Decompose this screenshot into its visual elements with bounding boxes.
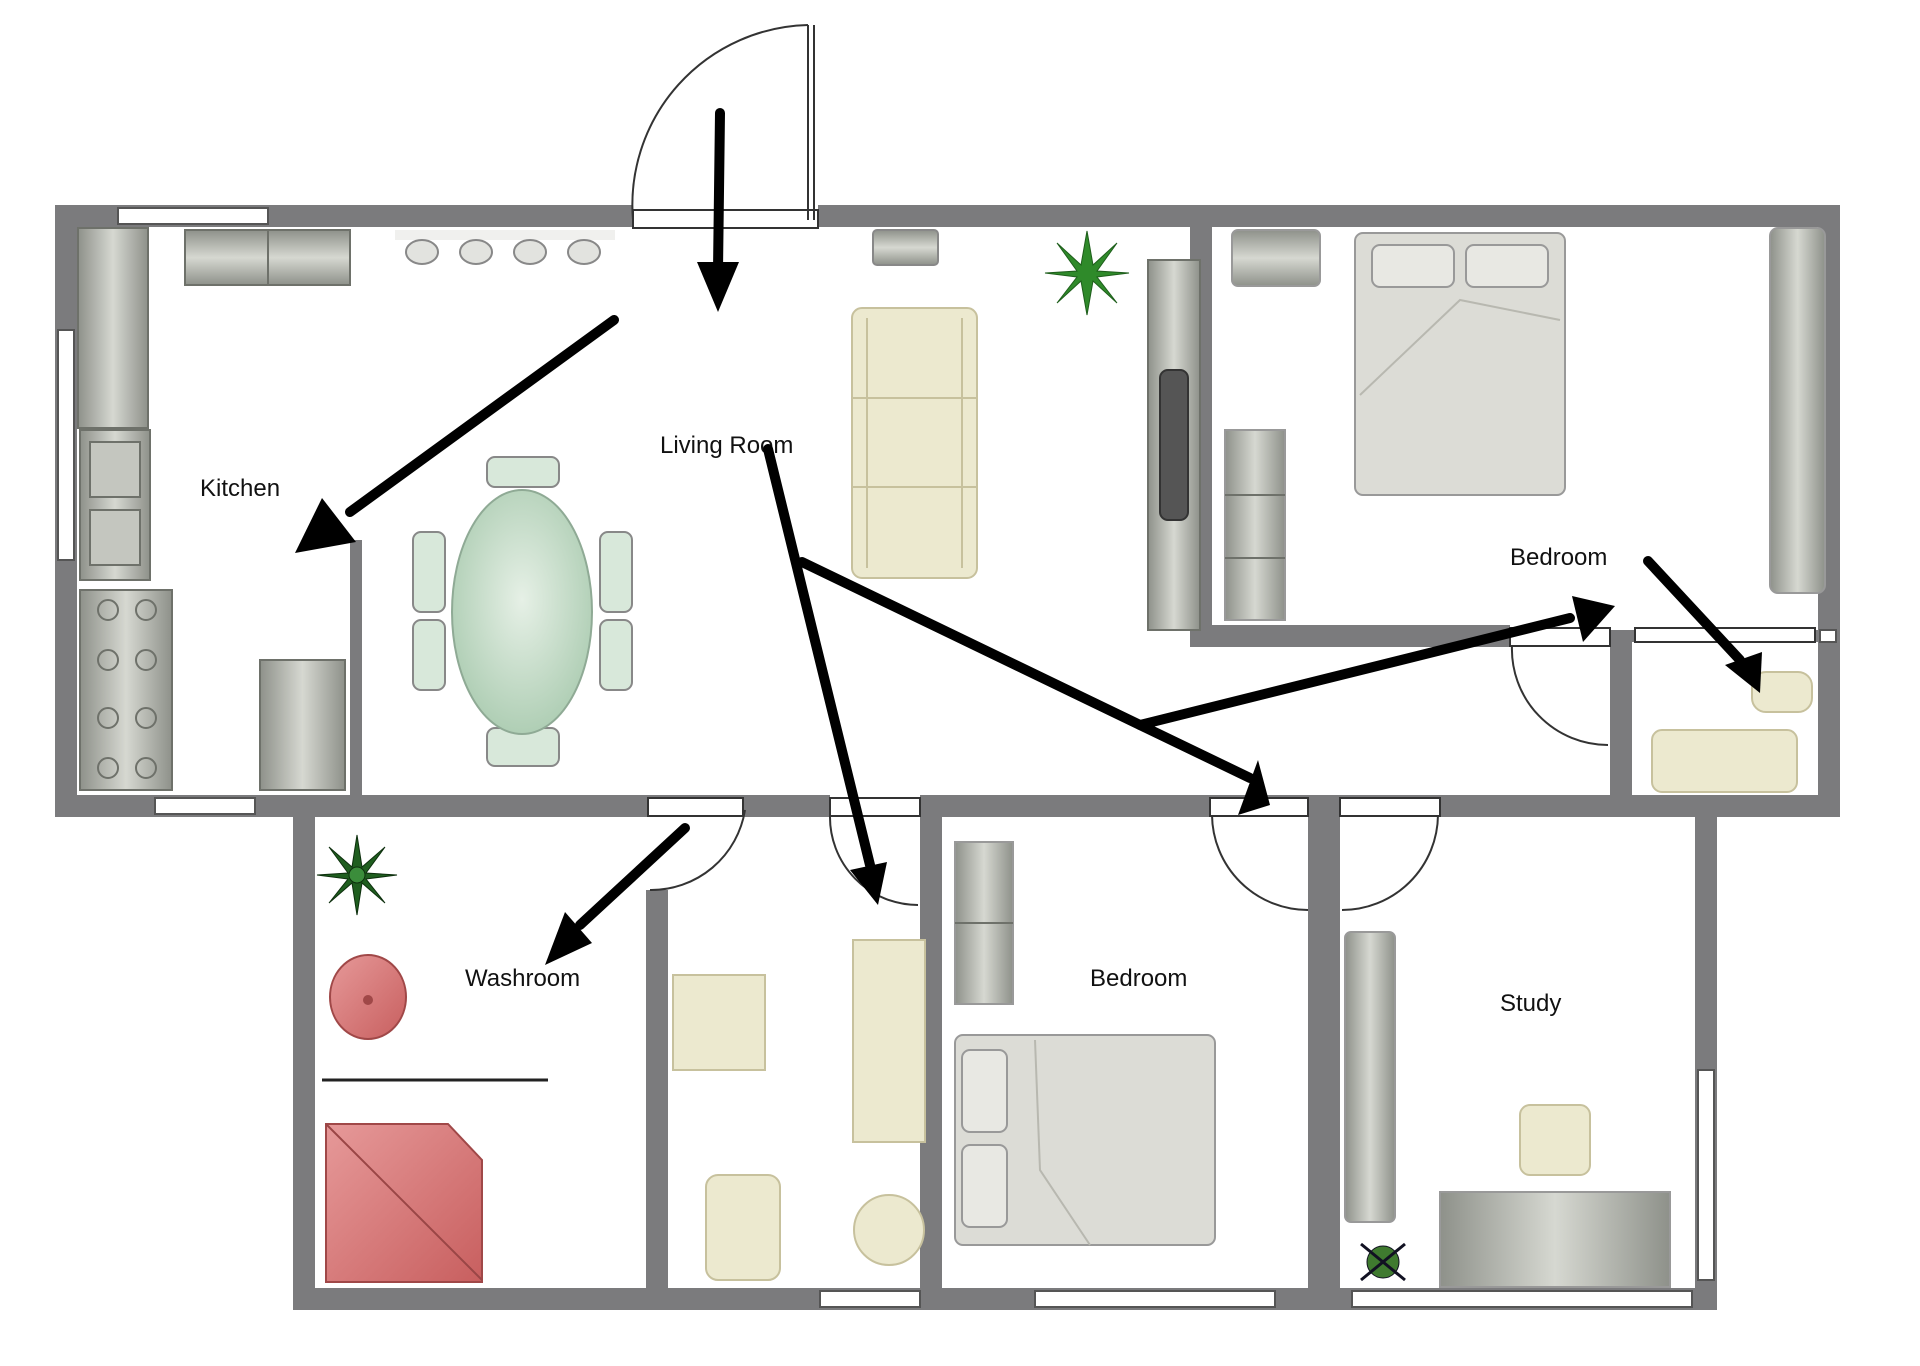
window-icon	[819, 1290, 921, 1308]
window-icon	[57, 329, 75, 561]
master-bedroom-furniture	[1224, 227, 1826, 621]
study-furniture	[1344, 931, 1671, 1288]
plant-icon	[1044, 230, 1130, 316]
room-label-kitchen: Kitchen	[200, 475, 280, 502]
window-icon	[1034, 1290, 1276, 1308]
door-icon	[1509, 627, 1611, 747]
walls	[55, 205, 1840, 1310]
closet-furniture	[672, 939, 926, 1281]
arrow-icon	[1135, 596, 1615, 730]
nightstand-icon	[1231, 229, 1321, 287]
window-icon	[1819, 629, 1837, 643]
sink-icon	[329, 954, 407, 1040]
door-icon	[1209, 797, 1309, 911]
tv-icon	[1147, 259, 1201, 631]
shelf-icon	[852, 939, 926, 1143]
flow-arrows	[295, 108, 1762, 965]
toilet-icon	[1751, 671, 1813, 713]
dresser-icon	[1224, 429, 1286, 621]
plant-icon	[316, 834, 398, 916]
window-icon	[117, 207, 269, 225]
bathtub-icon	[1651, 729, 1798, 793]
living-furniture	[395, 229, 1201, 767]
cabinet-icon	[672, 974, 766, 1071]
toilet-icon	[705, 1174, 781, 1281]
dining-table-icon	[412, 456, 633, 767]
kitchen-furniture	[77, 227, 351, 791]
desk-icon	[1439, 1191, 1671, 1288]
room-label-study: Study	[1500, 990, 1561, 1017]
bed-icon	[954, 1034, 1216, 1246]
shower-icon	[325, 1123, 483, 1283]
wardrobe-icon	[1769, 227, 1826, 594]
bed-icon	[1354, 232, 1566, 496]
sofa-icon	[851, 307, 978, 579]
basin-icon	[853, 1194, 925, 1266]
window-icon	[154, 797, 256, 815]
arrow-icon	[763, 444, 887, 905]
bookshelf-icon	[1344, 931, 1396, 1223]
counter-icon	[77, 227, 149, 429]
stove-icon	[79, 589, 173, 791]
plant-icon	[1360, 1242, 1406, 1282]
stool-icon	[395, 230, 615, 265]
bathroom-fixtures	[1651, 671, 1813, 793]
window-icon	[1697, 1069, 1715, 1281]
door-icon	[631, 24, 819, 229]
room-label-bedroom-second: Bedroom	[1090, 965, 1187, 992]
side-table-icon	[872, 229, 939, 266]
chair-icon	[1519, 1104, 1591, 1176]
door-icon	[1339, 797, 1441, 911]
windows	[57, 207, 1837, 1308]
fridge-icon	[259, 659, 346, 791]
arrow-icon	[1643, 556, 1762, 693]
room-label-washroom: Washroom	[465, 965, 580, 992]
arrow-icon	[697, 108, 739, 312]
washroom-fixtures	[322, 954, 548, 1283]
doors	[631, 24, 1816, 911]
arrow-icon	[295, 315, 619, 553]
room-label-bedroom-master: Bedroom	[1510, 544, 1607, 571]
window-icon	[1351, 1290, 1693, 1308]
door-icon	[647, 797, 746, 892]
bedroom2-furniture	[954, 841, 1216, 1246]
arrow-icon	[545, 823, 690, 965]
arrow-icon	[797, 557, 1270, 815]
